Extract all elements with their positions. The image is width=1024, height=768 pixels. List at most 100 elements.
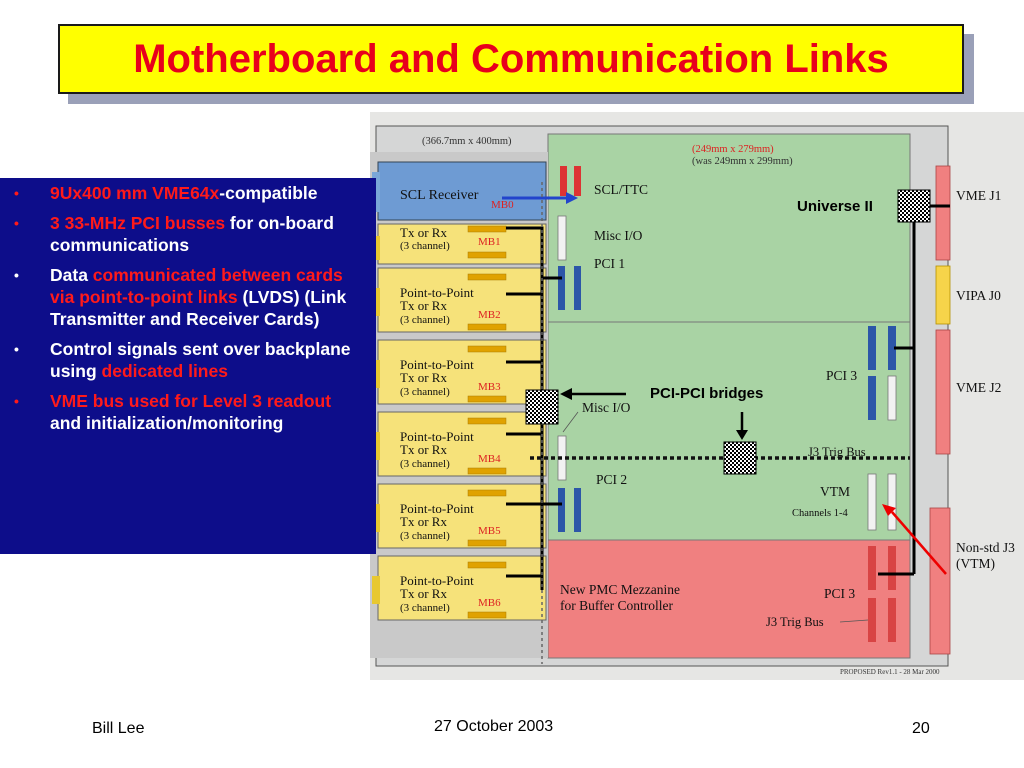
edge-tab-6	[372, 576, 380, 604]
pci3a-connector-4	[887, 375, 897, 421]
bullet-text: communicated between cards via point-to-…	[50, 265, 343, 307]
bullet-dot-icon: •	[14, 185, 19, 201]
vipa-j0-connector	[935, 265, 951, 325]
bullet-dot-icon: •	[14, 215, 19, 231]
ptp-card-2: Point-to-Point Tx or Rx (3 channel) MB2	[377, 267, 547, 333]
mb3-label: MB3	[478, 381, 501, 393]
misc-io-1-connector	[557, 215, 567, 261]
bullet-item: •Data communicated between cards via poi…	[14, 264, 366, 330]
vtm-connector-1	[867, 473, 877, 531]
scl-ttc-label: SCL/TTC	[594, 182, 648, 197]
right-bus-lines	[878, 204, 950, 576]
channels-label: Channels 1-4	[792, 508, 848, 519]
bullet-text: and initialization/monitoring	[50, 413, 284, 433]
vtm-label: VTM	[820, 484, 850, 499]
j3-trig-bus-label-1: J3 Trig Bus	[808, 445, 866, 459]
nonstd-j3-label-2: (VTM)	[956, 556, 995, 571]
bullet-dot-icon: •	[14, 393, 19, 409]
pmc-label-1: New PMC Mezzanine	[560, 582, 680, 597]
diagram-svg: SCL Receiver MB0 Tx or Rx (3 channel) MB…	[370, 112, 1024, 680]
edge-tab-0	[372, 172, 380, 212]
bullet-item: •3 33-MHz PCI busses for on-board commun…	[14, 212, 366, 256]
vipa-j0-label: VIPA J0	[956, 288, 1001, 303]
pci3b-connector-2	[888, 546, 896, 590]
bullet-text: Control signals sent over backplane usin…	[50, 339, 351, 381]
edge-tab-4	[372, 432, 380, 460]
bridges-arrow-left-head	[560, 388, 572, 400]
mb0-label: MB0	[491, 199, 514, 211]
page-title: Motherboard and Communication Links	[133, 36, 889, 81]
ptp-card-4-l3: (3 channel)	[400, 458, 450, 470]
bullet-text: VME bus used for Level 3 readout	[50, 391, 332, 411]
misc-io-2-leader	[562, 411, 579, 433]
pci3a-connector-2	[888, 326, 896, 370]
edge-tab-5	[372, 504, 380, 532]
bridges-arrow-down-head	[736, 430, 748, 440]
pci3b-connector-3	[868, 598, 876, 642]
ptp-card-3-l1: Point-to-Point	[400, 357, 474, 372]
nonstd-j3-label-1: Non-std J3	[956, 540, 1015, 555]
scl-arrow-head	[566, 192, 578, 204]
bullet-item: • Control signals sent over backplane usi…	[14, 338, 366, 382]
mb-bus-lines	[506, 226, 562, 590]
dim-inner-label: (249mm x 279mm)	[692, 144, 774, 155]
pci1-connector-a	[558, 266, 565, 310]
bullet-list-box: • 9Ux400 mm VME64x-compatible •3 33-MHz PC…	[0, 178, 376, 554]
bullet-item: • VME bus used for Level 3 readout and in…	[14, 390, 366, 434]
ptp-card-1-l3: (3 channel)	[400, 240, 450, 252]
ptp-card-4: Point-to-Point Tx or Rx (3 channel) MB4	[377, 411, 547, 477]
nonstd-j3-connector	[929, 507, 951, 655]
pci2-label: PCI 2	[596, 472, 627, 487]
bridge-chip-left	[525, 389, 559, 425]
bullet-dot-icon: •	[14, 341, 19, 357]
vme-j2-connector	[935, 329, 951, 455]
dim-was-label: (was 249mm x 299mm)	[692, 156, 793, 167]
bullet-list: • 9Ux400 mm VME64x-compatible •3 33-MHz PC…	[14, 182, 366, 434]
misc-io-2-label: Misc I/O	[582, 400, 631, 415]
motherboard-diagram: SCL Receiver MB0 Tx or Rx (3 channel) MB…	[370, 112, 1024, 680]
ptp-card-4-l1: Point-to-Point	[400, 429, 474, 444]
ptp-card-2-l1: Point-to-Point	[400, 285, 474, 300]
scl-ttc-connector-2	[574, 166, 581, 196]
ptp-card-5-l3: (3 channel)	[400, 530, 450, 542]
pci3a-connector-1	[868, 326, 876, 370]
ptp-card-6-l1: Point-to-Point	[400, 573, 474, 588]
pci2-connector-a	[558, 488, 565, 532]
mb1-label: MB1	[478, 236, 501, 248]
bullet-text: 9Ux400 mm VME64x	[50, 183, 220, 203]
pci3b-connector-4	[888, 598, 896, 642]
vtm-red-arrow-line	[891, 511, 947, 575]
ptp-card-3-l2: Tx or Rx	[400, 370, 447, 385]
ptp-card-2-l3: (3 channel)	[400, 314, 450, 326]
edge-tab-2	[372, 288, 380, 316]
universe-ii-chip	[897, 189, 931, 223]
footer-date: 27 October 2003	[434, 718, 554, 735]
bullet-item: • 9Ux400 mm VME64x-compatible	[14, 182, 366, 204]
pmc-label-2: for Buffer Controller	[560, 598, 673, 613]
bullet-text: for on-board communications	[50, 213, 334, 255]
bullet-text: dedicated lines	[101, 361, 228, 381]
ptp-card-6-l3: (3 channel)	[400, 602, 450, 614]
ptp-card-1: Tx or Rx (3 channel) MB1	[377, 223, 547, 265]
edge-tab-1	[372, 236, 380, 260]
bullet-text: (LVDS) (Link Transmitter and Receiver Ca…	[50, 287, 347, 329]
ptp-card-3: Point-to-Point Tx or Rx (3 channel) MB3	[377, 339, 547, 405]
pci1-connector-b	[574, 266, 581, 310]
mb4-label: MB4	[478, 453, 501, 465]
ptp-card-1-l2: Tx or Rx	[400, 225, 447, 240]
pci3a-connector-3	[868, 376, 876, 420]
dim-outer-label: (366.7mm x 400mm)	[422, 136, 512, 147]
pci1-label: PCI 1	[594, 256, 625, 271]
ptp-card-2-l2: Tx or Rx	[400, 298, 447, 313]
bridge-chip-middle	[723, 441, 757, 475]
misc-io-1-label: Misc I/O	[594, 228, 643, 243]
vme-j1-label: VME J1	[956, 188, 1001, 203]
proposed-label: PROPOSED Rev1.1 - 28 Mar 2000	[840, 668, 940, 676]
ptp-card-4-l2: Tx or Rx	[400, 442, 447, 457]
pmc-region	[547, 539, 911, 659]
ptp-card-3-l3: (3 channel)	[400, 386, 450, 398]
bullet-text: -compatible	[219, 183, 318, 203]
title-box: Motherboard and Communication Links	[58, 24, 964, 94]
mb2-label: MB2	[478, 309, 501, 321]
bullet-dot-icon: •	[14, 267, 19, 283]
